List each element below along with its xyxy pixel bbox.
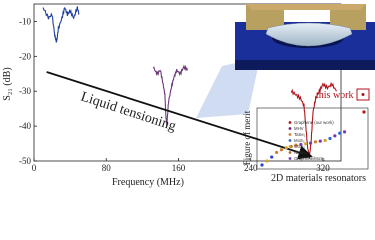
merit-x-label: 2D materials resonators [271, 173, 366, 184]
spectra-y-label: S₂₁ (dB) [2, 67, 13, 100]
spectra-x-label: Frequency (MHz) [112, 177, 184, 188]
legend-label: Graphene/MoS₂ [294, 156, 325, 161]
this-work-box-marker [361, 93, 365, 96]
legend-swatch [288, 133, 292, 136]
merit-point [270, 155, 274, 159]
y-tick-label: -30 [19, 86, 31, 96]
spectrum-line-1 [42, 6, 80, 43]
legend-label: TaSe₂ [294, 132, 306, 137]
x-tick-label: 80 [102, 163, 112, 173]
merit-point [265, 159, 269, 163]
legend-swatch [288, 127, 292, 130]
y-tick-label: -20 [19, 51, 31, 61]
graphene-membrane [265, 22, 353, 47]
spectra-x-ticks: 0 80 160 240 320 [32, 158, 330, 173]
y-tick-label: -10 [19, 16, 31, 26]
spectra-annotation: Liquid tensioning [79, 90, 178, 135]
legend-label: MHV [294, 126, 304, 131]
spectrum-line-2 [152, 64, 189, 127]
merit-y-label: Figure of merit [242, 110, 252, 165]
zoom-projection [196, 58, 260, 118]
spectrum-line-3 [290, 81, 337, 160]
legend-swatch [288, 145, 292, 148]
merit-point [304, 142, 308, 146]
legend-label: Graphene (our work) [294, 120, 334, 125]
merit-plot-frame [256, 107, 369, 170]
top-electrode-strip [246, 4, 366, 10]
merit-point [313, 140, 318, 144]
merit-point [294, 143, 298, 147]
x-tick-label: 160 [172, 163, 186, 173]
left-electrode [246, 4, 284, 30]
y-tick-label: -40 [19, 121, 31, 131]
legend-swatch [288, 139, 292, 142]
spectra-plot-frame [33, 3, 342, 162]
spectra-y-ticks: -10 -20 -30 -40 -50 [19, 16, 37, 166]
merit-point [299, 142, 303, 147]
spectra-series [42, 6, 337, 160]
merit-point [362, 110, 366, 114]
merit-point [284, 146, 288, 150]
merit-point [274, 150, 279, 155]
merit-point [260, 163, 264, 167]
merit-point [308, 141, 313, 145]
merit-point [323, 138, 327, 143]
legend-label: WSe₂ [294, 144, 305, 149]
right-electrode [330, 4, 366, 30]
x-tick-label: 240 [244, 163, 258, 173]
legend-label: MoS₂ [294, 138, 305, 143]
tension-arrow [46, 71, 313, 160]
x-tick-label: 0 [32, 163, 37, 173]
x-tick-label: 320 [316, 163, 330, 173]
merit-point [338, 131, 342, 135]
y-tick-label: -50 [19, 156, 31, 166]
this-work-box [356, 88, 370, 101]
merit-point [328, 136, 332, 141]
merit-point [279, 148, 284, 152]
merit-point [333, 134, 337, 138]
legend-swatch [288, 121, 292, 124]
merit-title: this work [316, 90, 354, 101]
substrate-side [235, 60, 375, 70]
merit-point [318, 139, 322, 143]
legend-label: NbSe₂ [294, 150, 307, 155]
figure: 0 80 160 240 320 -10 -20 -30 -40 -50 Liquid tens… [2, 3, 375, 188]
legend-swatch [288, 157, 292, 160]
device-illustration [196, 4, 375, 118]
legend-swatch [288, 151, 292, 154]
merit-chart: this work Graphene (our work)MHVTaSe₂MoS… [242, 88, 370, 184]
merit-legend: Graphene (our work)MHVTaSe₂MoS₂WSe₂NbSe₂… [288, 120, 334, 161]
merit-points [260, 110, 366, 167]
merit-point [342, 130, 347, 134]
